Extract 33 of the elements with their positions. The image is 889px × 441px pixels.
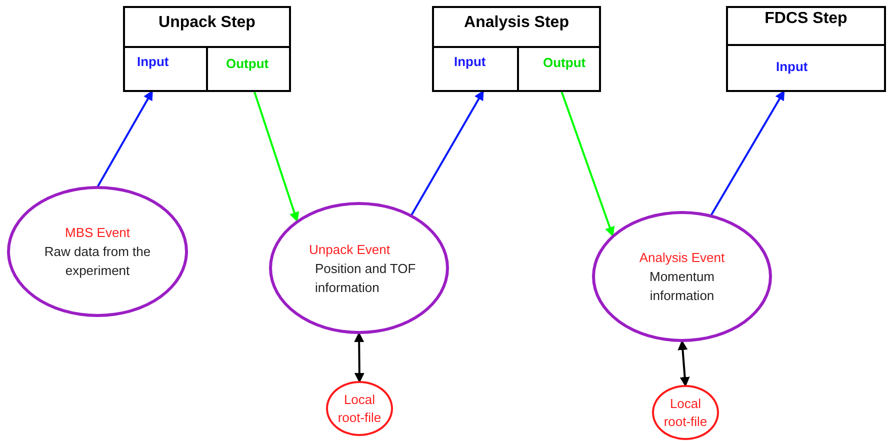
port-label: Input <box>454 54 486 69</box>
arrow <box>560 90 615 237</box>
port-label: Input <box>776 59 808 74</box>
event-description: Raw data from the experiment <box>43 243 152 280</box>
arrow <box>678 340 690 387</box>
event-title: MBS Event <box>64 224 132 242</box>
event-title: Unpack Event <box>308 240 391 258</box>
event-ellipse <box>7 186 188 317</box>
port-label: Output <box>543 55 586 70</box>
arrow <box>96 90 154 188</box>
event-title: Analysis Event <box>638 249 726 267</box>
arrow <box>710 90 786 216</box>
file-ellipse <box>652 385 719 440</box>
arrow <box>354 332 364 383</box>
step-title: FDCS Step <box>764 10 848 28</box>
event-title: Local root-file <box>336 390 382 426</box>
event-ellipse <box>269 202 449 334</box>
port-cell <box>434 46 519 90</box>
step-title: Unpack Step <box>158 14 256 32</box>
file-ellipse <box>326 381 393 436</box>
step-box <box>432 6 601 92</box>
event-ellipse <box>592 211 772 342</box>
arrow <box>410 90 484 216</box>
arrow <box>253 90 300 222</box>
event-title: Local root-file <box>662 394 708 430</box>
port-label: Output <box>226 56 269 71</box>
step-box <box>123 6 291 92</box>
port-cell <box>125 46 208 90</box>
step-title: Analysis Step <box>463 14 570 32</box>
event-description: Position and TOF information <box>314 260 417 296</box>
port-label: Input <box>137 54 169 69</box>
step-box <box>726 6 886 92</box>
event-description: Momentum information <box>648 268 716 305</box>
